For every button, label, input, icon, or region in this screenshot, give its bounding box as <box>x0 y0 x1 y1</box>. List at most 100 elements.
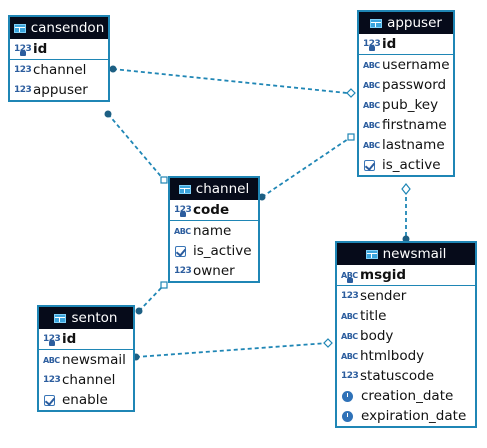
column-name: id <box>62 331 77 347</box>
column-name: sender <box>360 288 407 304</box>
column-row[interactable]: is_active <box>170 241 258 261</box>
clock-icon <box>342 390 353 402</box>
checkbox-icon <box>364 159 375 171</box>
numeric-icon: 123 <box>43 375 61 385</box>
rel-cansendon-appuser <box>112 68 348 94</box>
endpoint-dot <box>402 235 410 243</box>
endpoint-dot <box>104 110 112 118</box>
column-row[interactable]: expiration_date <box>337 406 475 426</box>
column-name: id <box>382 36 397 52</box>
column-row[interactable]: creation_date <box>337 386 475 406</box>
text-icon: ABC <box>363 100 380 110</box>
numeric-icon: 123 <box>14 85 32 95</box>
rel-channel-appuser <box>261 136 352 198</box>
endpoint-dot <box>258 193 266 201</box>
clock-icon <box>342 410 353 422</box>
entity-header: cansendon <box>10 17 108 39</box>
column-name: enable <box>62 392 108 408</box>
endpoint-dot <box>109 65 117 73</box>
table-icon <box>370 18 383 28</box>
column-name: newsmail <box>62 352 126 368</box>
text-icon: ABC <box>43 355 60 365</box>
endpoint-square <box>160 281 168 289</box>
column-name: code <box>193 202 230 218</box>
text-key-icon: ABC <box>341 270 358 283</box>
text-icon: ABC <box>341 311 358 321</box>
endpoint-diamond <box>323 338 333 348</box>
column-name: id <box>33 41 48 57</box>
entity-header: senton <box>39 307 133 329</box>
column-name: channel <box>62 372 116 388</box>
entity-header: appuser <box>359 12 453 34</box>
column-name: appuser <box>33 82 88 98</box>
entity-title: cansendon <box>30 20 105 36</box>
endpoint-dot <box>135 307 143 315</box>
column-name: creation_date <box>361 388 454 404</box>
numeric-icon: 123 <box>341 371 359 381</box>
text-icon: ABC <box>363 80 380 90</box>
column-name: firstname <box>382 117 447 133</box>
column-name: password <box>382 77 447 93</box>
entity-title: channel <box>195 181 250 197</box>
text-icon: ABC <box>341 331 358 341</box>
table-icon <box>178 184 191 194</box>
checkbox-icon <box>175 245 186 257</box>
endpoint-square <box>347 133 355 141</box>
table-icon <box>365 249 378 259</box>
numeric-key-icon: 123 <box>43 334 61 346</box>
entity-header: newsmail <box>337 243 475 265</box>
rel-senton-newsmail <box>135 342 329 358</box>
column-name: channel <box>33 62 87 78</box>
text-icon: ABC <box>174 226 191 236</box>
column-name: owner <box>193 263 235 279</box>
text-icon: ABC <box>363 60 380 70</box>
column-name: expiration_date <box>361 408 467 424</box>
endpoint-square <box>160 176 168 184</box>
column-name: is_active <box>382 157 441 173</box>
column-row[interactable]: is_active <box>359 155 453 175</box>
column-name: statuscode <box>360 368 435 384</box>
table-icon <box>13 23 26 33</box>
entity-header: channel <box>170 178 258 200</box>
numeric-icon: 123 <box>14 65 32 75</box>
rel-senton-channel <box>138 284 165 312</box>
table-icon <box>54 313 67 323</box>
checkbox-icon <box>44 394 55 406</box>
text-icon: ABC <box>341 351 358 361</box>
column-name: htmlbody <box>360 348 425 364</box>
column-row[interactable]: enable <box>39 390 133 410</box>
numeric-key-icon: 123 <box>14 44 32 56</box>
